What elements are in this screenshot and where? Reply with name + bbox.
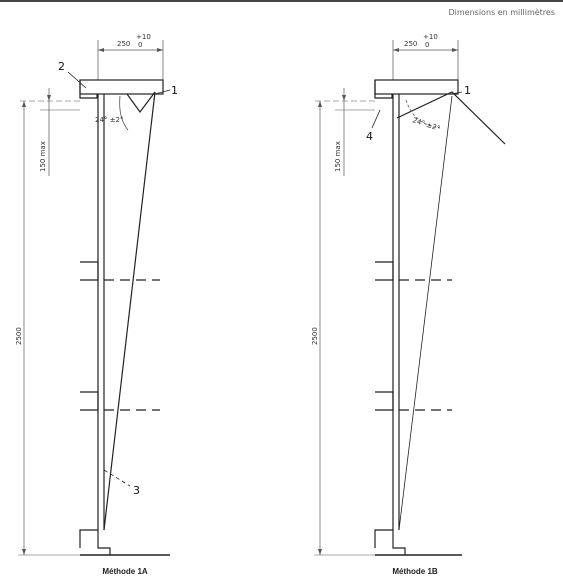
dim-2500-arrow-top-1b: [318, 101, 322, 107]
method-1b-labels: 250 +10 0 24° ±2° 1 4 150 max 2500 Métho…: [311, 33, 471, 576]
angle-arc-1b: [405, 99, 441, 129]
dim-250-tol-lower-1a: 0: [138, 41, 142, 49]
intermediate-rail-lower-1b: [375, 391, 394, 411]
base-1b: [374, 529, 406, 555]
dim-2500-label-1a: 2500: [15, 327, 23, 345]
dim-250-tol-upper-1b: +10: [423, 33, 438, 41]
dim-150-label-1a: 150 max: [39, 141, 47, 172]
callout-1-leader-1b: [451, 91, 463, 95]
angle-arc-1a: [119, 95, 129, 131]
top-rail-1b: [374, 79, 459, 95]
callout-1-leader-1a: [154, 89, 171, 95]
dim-150-label-1b: 150 max: [334, 141, 342, 172]
inclined-line-1a: [103, 91, 156, 531]
dim-150-arrow-1b: [342, 95, 346, 101]
intermediate-rail-upper-1a: [80, 261, 99, 281]
dim-250-tol-lower-1b: 0: [425, 41, 429, 49]
dim-250-arrow-right-1a: [157, 48, 163, 52]
dim-250-value-1b: 250: [404, 40, 417, 48]
dim-250-arrow-left-1b: [393, 48, 399, 52]
caption-1a: Méthode 1A: [102, 567, 148, 576]
method-1a-labels: 250 +10 0 24° ±2° 2 1 3 150 max 2500 Mét…: [15, 33, 178, 576]
method-1b-drawing: [314, 40, 506, 556]
inclined-line-1b: [398, 95, 453, 531]
callout-3-leader-1a: [103, 469, 131, 487]
callout-4-leader-1b: [371, 109, 381, 129]
dim-2500-arrow-bottom-1b: [318, 549, 322, 555]
method-1a-drawing: [18, 40, 171, 556]
callout-4-1b: 4: [366, 130, 373, 143]
bracket-notch-1a: [79, 80, 98, 99]
callout-2-leader-1a: [67, 71, 87, 89]
bent-plate-1b: [396, 91, 506, 145]
dim-250-arrow-left-1a: [98, 48, 104, 52]
angle-label-1b: 24° ±2°: [411, 116, 441, 132]
angle-label-1a: 24° ±2°: [95, 116, 123, 124]
dim-2500-arrow-top-1a: [22, 101, 26, 107]
callout-1-1a: 1: [171, 84, 178, 97]
callout-1-1b: 1: [464, 84, 471, 97]
hinge-plate-1a: [126, 91, 156, 114]
units-note: Dimensions en millimètres: [448, 7, 555, 17]
bracket-notch-1b: [374, 80, 393, 99]
dim-2500-label-1b: 2500: [311, 327, 319, 345]
caption-1b: Méthode 1B: [392, 567, 438, 576]
dim-2500-arrow-bottom-1a: [22, 549, 26, 555]
dim-250-arrow-right-1b: [452, 48, 458, 52]
top-rail-1a: [79, 79, 164, 95]
base-1a: [79, 529, 111, 555]
dim-150-arrow-1a: [47, 95, 51, 101]
callout-2-1a: 2: [58, 60, 65, 73]
dim-250-value-1a: 250: [117, 40, 130, 48]
intermediate-rail-upper-1b: [375, 261, 394, 281]
callout-3-1a: 3: [133, 484, 140, 497]
intermediate-rail-lower-1a: [80, 391, 99, 411]
dim-250-tol-upper-1a: +10: [136, 33, 151, 41]
